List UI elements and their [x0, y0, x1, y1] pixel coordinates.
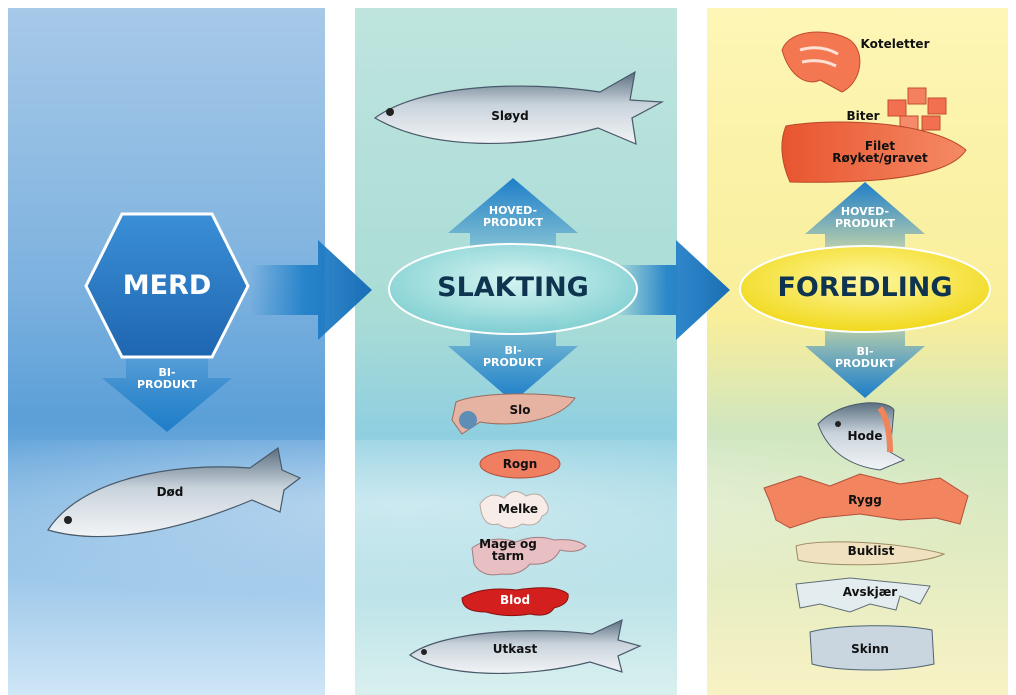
foredling-biprodukt-arrow [805, 318, 925, 398]
koteletter-label: Koteletter [860, 37, 930, 51]
stage-title-merd: MERD [122, 270, 212, 301]
dod-label: Død [156, 485, 184, 499]
fish-utkast-image [408, 618, 642, 675]
melke-image [479, 491, 549, 529]
slakting-hovedprodukt-label: HOVED- PRODUKT [483, 204, 543, 229]
buklist-image [795, 541, 946, 566]
rygg-image [763, 473, 969, 529]
skinn-image [809, 625, 935, 671]
arrow-slakting-to-foredling [615, 240, 730, 340]
blod-label: Blod [499, 593, 531, 607]
stage-title-foredling: FOREDLING [777, 272, 953, 303]
fish-dod-image [47, 446, 302, 538]
rygg-label: Rygg [848, 493, 882, 507]
utkast-label: Utkast [492, 642, 538, 656]
merd-biprodukt-label: BI- PRODUKT [137, 366, 197, 391]
koteletter-image [781, 31, 861, 93]
foredling-hovedprodukt-label: HOVED- PRODUKT [835, 205, 895, 230]
filet-image [781, 121, 967, 183]
foredling-ellipse [739, 245, 991, 333]
mage-og-tarm-image [471, 536, 587, 576]
slakting-ellipse [388, 243, 638, 335]
hode-image [817, 402, 906, 471]
slo-label: Slo [509, 403, 531, 417]
rogn-label: Rogn [502, 457, 538, 471]
slakting-biprodukt-arrow [448, 316, 578, 402]
buklist-label: Buklist [847, 544, 895, 558]
biter-label: Biter [846, 109, 880, 123]
fish-sloyd-image [373, 70, 665, 145]
filet-label: Filet Røyket/gravet [832, 139, 928, 165]
slakting-biprodukt-label: BI- PRODUKT [483, 344, 543, 369]
stage-title-slakting: SLAKTING [437, 272, 589, 303]
merd-hexagon [84, 212, 250, 359]
slo-image [451, 393, 576, 435]
rogn-image [479, 449, 561, 479]
foredling-hovedprodukt-arrow [805, 182, 925, 262]
melke-label: Melke [498, 502, 538, 516]
sloyd-label: Sløyd [491, 109, 529, 123]
biter-image [887, 87, 947, 131]
slakting-hovedprodukt-arrow [448, 178, 578, 264]
merd-biprodukt-arrow [102, 352, 232, 432]
arrow-merd-to-slakting [250, 240, 372, 340]
blod-image [461, 587, 569, 617]
foredling-biprodukt-label: BI- PRODUKT [835, 345, 895, 370]
hode-label: Hode [847, 429, 883, 443]
avskjaer-image [795, 577, 931, 613]
avskjaer-label: Avskjær [842, 585, 898, 599]
skinn-label: Skinn [851, 642, 889, 656]
mage-og-tarm-label: Mage og tarm [479, 537, 537, 563]
